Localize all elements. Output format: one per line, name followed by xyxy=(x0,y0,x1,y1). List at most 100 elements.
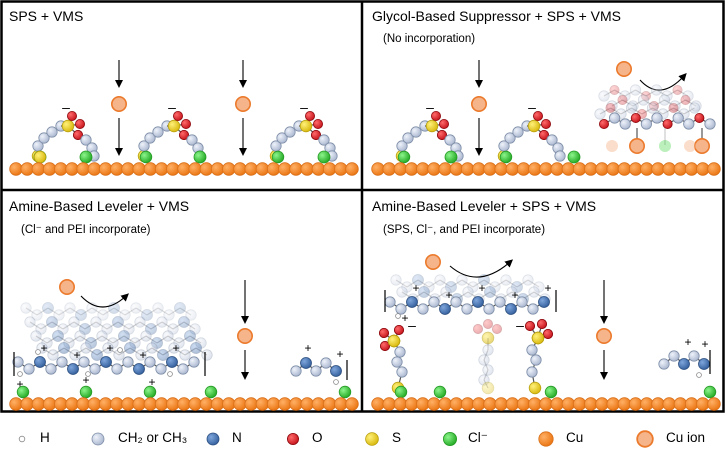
ch2-atom xyxy=(456,274,468,286)
cu-ion xyxy=(693,138,710,155)
n-atom xyxy=(538,296,550,308)
cu-atom xyxy=(584,397,598,411)
ch2-atom xyxy=(512,126,524,138)
panel-subtitle-amine-leveler: (Cl⁻ and PEI incorporate) xyxy=(21,224,151,236)
plus-charge: + xyxy=(445,288,452,302)
legend-h-icon xyxy=(18,435,26,443)
h-atom xyxy=(35,349,41,355)
ch2-atom xyxy=(461,303,473,315)
ch2-atom xyxy=(144,132,156,144)
s-atom xyxy=(387,334,401,348)
cu-atom xyxy=(684,397,699,411)
plus-charge: + xyxy=(684,335,691,349)
plus-charge: + xyxy=(304,341,311,355)
cu-atom xyxy=(528,162,542,176)
cu-atom xyxy=(266,397,281,411)
h-atom xyxy=(395,313,401,319)
legend-cl-icon xyxy=(442,431,457,446)
minus-charge: – xyxy=(426,99,434,115)
ch2-atom xyxy=(526,366,538,378)
o-atom xyxy=(172,111,183,122)
cu-atom xyxy=(132,162,146,176)
legend-label-cu: Cu xyxy=(566,430,584,445)
cu-atom xyxy=(110,162,124,176)
plus-charge: + xyxy=(16,377,23,391)
cu-atom xyxy=(311,162,326,176)
n-atom xyxy=(300,357,312,369)
cu-atom xyxy=(696,397,710,411)
cu-atom xyxy=(345,162,359,176)
n-atom xyxy=(184,330,196,342)
o-atom xyxy=(178,129,189,140)
o-atom xyxy=(73,129,84,140)
cu-atom xyxy=(188,162,202,176)
h-atom xyxy=(333,379,339,385)
n-atom xyxy=(330,365,342,377)
ch2-atom xyxy=(500,274,512,286)
n-atom xyxy=(46,316,58,328)
cu-atom xyxy=(472,397,486,411)
o-atom xyxy=(379,340,390,351)
o-atom xyxy=(537,318,548,329)
n-atom xyxy=(58,342,70,354)
o-atom xyxy=(304,111,315,122)
cu-atom xyxy=(345,397,359,411)
minus-charge: – xyxy=(408,317,416,333)
plus-charge: + xyxy=(73,348,80,362)
ch2-atom xyxy=(444,134,456,146)
ch2-atom xyxy=(483,303,495,315)
cu-atom xyxy=(595,162,609,176)
cu-atom xyxy=(539,162,553,176)
legend-label-cu-ion: Cu ion xyxy=(666,430,706,445)
s-atom xyxy=(299,119,313,133)
plus-charge: + xyxy=(82,373,89,387)
n-atom xyxy=(52,330,64,342)
ch2-atom xyxy=(90,316,102,328)
cu-atom xyxy=(628,162,643,176)
cu-atom xyxy=(222,397,236,411)
panel-title-glycol-suppressor: Glycol-Based Suppressor + SPS + VMS xyxy=(372,8,621,24)
ch2-atom xyxy=(23,363,35,375)
ch2-atom xyxy=(31,309,43,321)
plus-charge: + xyxy=(401,311,408,325)
cu-atom xyxy=(427,162,441,176)
cu-atom xyxy=(121,162,135,176)
ch2-atom xyxy=(74,330,86,342)
ch2-atom xyxy=(68,316,80,328)
panel-subtitle-glycol: (No incorporation) xyxy=(383,33,476,45)
ch2-atom xyxy=(284,126,296,138)
ch2-atom xyxy=(188,356,200,368)
ch2-atom xyxy=(201,349,213,361)
ch2-atom xyxy=(179,349,191,361)
cu-atom xyxy=(640,162,654,176)
cu-atom xyxy=(121,397,135,411)
n-atom xyxy=(67,363,79,375)
ch2-atom xyxy=(80,134,92,146)
legend-s-icon xyxy=(365,432,379,446)
cu-atom xyxy=(334,162,348,176)
o-atom xyxy=(472,323,483,334)
cu-atom xyxy=(707,162,721,176)
cu-atom xyxy=(154,397,169,411)
cu-atom xyxy=(143,162,158,176)
cu-ion xyxy=(595,327,612,344)
o-atom xyxy=(662,119,673,130)
cu-atom xyxy=(166,162,180,176)
panel-frames xyxy=(0,0,725,413)
ch2-atom xyxy=(152,126,164,138)
s-atom xyxy=(167,119,181,133)
ch2-atom xyxy=(506,286,518,298)
copper-surface xyxy=(9,162,721,411)
cu-atom xyxy=(199,162,214,176)
cu-atom xyxy=(110,397,124,411)
plus-charge: + xyxy=(336,347,343,361)
ch2-atom xyxy=(395,303,407,315)
legend-o-icon xyxy=(286,432,299,445)
o-atom xyxy=(310,129,321,140)
o-atom xyxy=(75,119,86,130)
ch2-atom xyxy=(672,112,684,124)
cu-atom xyxy=(651,397,665,411)
cu-atom xyxy=(561,397,576,411)
cu-atom xyxy=(505,162,520,176)
cl-atom xyxy=(204,385,218,399)
